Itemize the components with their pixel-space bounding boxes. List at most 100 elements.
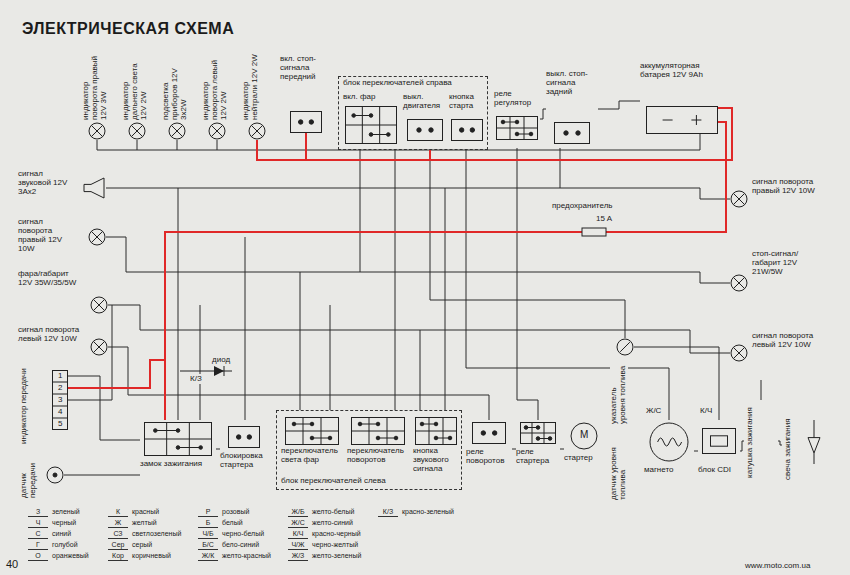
circle-shape	[249, 123, 265, 139]
diode-symbol	[214, 366, 224, 376]
path-shape	[245, 237, 246, 420]
legend-text: белый	[222, 518, 243, 527]
component-label: индикатор передачи	[20, 366, 29, 444]
color-code: Б/С	[198, 540, 218, 550]
sensor-symbol	[46, 466, 64, 484]
path-shape	[354, 116, 389, 135]
callout-label: К/З	[190, 374, 202, 384]
color-code: Ж/Б	[288, 507, 308, 517]
path-shape	[733, 347, 744, 358]
path-shape	[64, 475, 140, 476]
component-node: сигнал поворота левый 12V 10W	[18, 324, 110, 362]
component-label: индикатор дальнего света 12V 2W	[122, 50, 149, 120]
legend-text: светлозеленый	[132, 529, 181, 538]
component-label: блокировка стартера	[220, 452, 270, 470]
fuse-symbol	[582, 228, 606, 236]
component-label: реле поворотов	[466, 448, 512, 466]
callout-label: 15 A	[596, 214, 612, 224]
legend-text: красно-черный	[312, 529, 361, 538]
component-node: блокировка стартера	[220, 420, 270, 478]
path-shape	[658, 438, 682, 446]
path-shape	[620, 342, 630, 352]
path-shape	[733, 277, 744, 288]
component-label: выкл. стоп-сигнала задний	[546, 70, 598, 97]
circle-shape	[576, 131, 580, 135]
callout-label: диод	[212, 355, 230, 365]
rect-shape	[521, 423, 556, 444]
pin-number: 5	[58, 419, 62, 429]
path-shape	[560, 148, 561, 188]
path-shape	[521, 423, 556, 444]
component-label: магнето	[644, 466, 694, 475]
path-shape	[761, 380, 762, 400]
path-shape	[106, 188, 730, 199]
circle-shape	[571, 423, 597, 449]
legend-text: бело-синий	[222, 540, 259, 549]
color-code: С	[28, 529, 48, 539]
path-shape	[346, 107, 397, 144]
component-node: подсветка приборов 12V 3x2W	[160, 50, 194, 140]
component-node: индикатор передачи	[18, 366, 72, 448]
color-code: Ч/Б	[198, 529, 218, 539]
path-shape	[91, 231, 102, 242]
pin-number: 1	[58, 371, 62, 381]
path-shape	[68, 376, 140, 440]
legend-text: синий	[52, 529, 71, 538]
component-node: датчик уровня топлива	[608, 432, 636, 502]
gauge-symbol	[616, 338, 634, 356]
lamp-symbol	[248, 122, 266, 140]
path-shape	[503, 122, 531, 134]
path-shape	[84, 178, 104, 198]
grid-symbol	[285, 417, 339, 445]
circle-shape	[247, 435, 251, 439]
grid-symbol	[144, 422, 212, 456]
circle-shape	[53, 473, 57, 477]
path-shape	[286, 418, 339, 445]
component-node: реле стартера	[516, 420, 560, 478]
path-shape	[108, 305, 730, 353]
rect-shape	[711, 436, 728, 446]
path-shape	[165, 122, 726, 420]
component-label: переключатель поворотов	[347, 447, 409, 465]
component-node: индикатор нейтрали 12V 2W	[240, 50, 274, 140]
legend-text: желтый	[132, 518, 157, 527]
circle-shape	[429, 128, 433, 132]
path-shape	[733, 193, 744, 204]
color-code: К/З	[378, 507, 398, 517]
color-code: Р	[198, 507, 218, 517]
color-code: З	[28, 507, 48, 517]
component-label: датчик передачи	[20, 452, 38, 498]
component-node: вкл. стоп-сигнала передний	[280, 55, 332, 135]
component-label: выкл. двигателя	[403, 93, 447, 111]
component-label: сигнал поворота правый 12V 10W	[752, 178, 826, 196]
component-label: сигнал поворота левый 12V 10W	[18, 326, 82, 344]
lamp-symbol	[730, 344, 748, 362]
component-node: аккумуляторная батарея 12V 9Ah	[640, 62, 724, 140]
component-label: сигнал звуковой 12V 3Ax2	[18, 170, 74, 197]
component-label: аккумуляторная батарея 12V 9Ah	[640, 62, 724, 80]
callout-label: предохранитель	[552, 201, 612, 211]
color-code: Ж/С	[288, 518, 308, 528]
wire-connector	[778, 441, 782, 445]
circle-shape	[617, 339, 633, 355]
path-shape	[663, 115, 702, 125]
plug-symbol	[806, 420, 822, 464]
wire-connector	[216, 449, 220, 450]
component-node: катушка зажигания	[744, 400, 778, 482]
path-shape	[517, 148, 538, 420]
color-code: Кор	[108, 551, 128, 561]
component-node: индикатор поворота правый 12V 3W	[80, 50, 114, 140]
circle-shape	[459, 128, 463, 132]
color-code: К	[108, 507, 128, 517]
lamp-symbol	[168, 122, 186, 140]
group-title: блок переключателей слева	[281, 477, 459, 486]
color-code: Ж	[108, 518, 128, 528]
rect-shape	[346, 107, 397, 144]
wire-connector	[598, 101, 640, 109]
lamp-symbol	[730, 190, 748, 208]
grid-symbol	[351, 417, 405, 445]
component-label: сигнал поворота правый 12V 10W	[18, 218, 78, 254]
circle-shape	[47, 467, 63, 483]
wire-connector	[560, 449, 564, 450]
lamp-symbol	[90, 338, 108, 356]
